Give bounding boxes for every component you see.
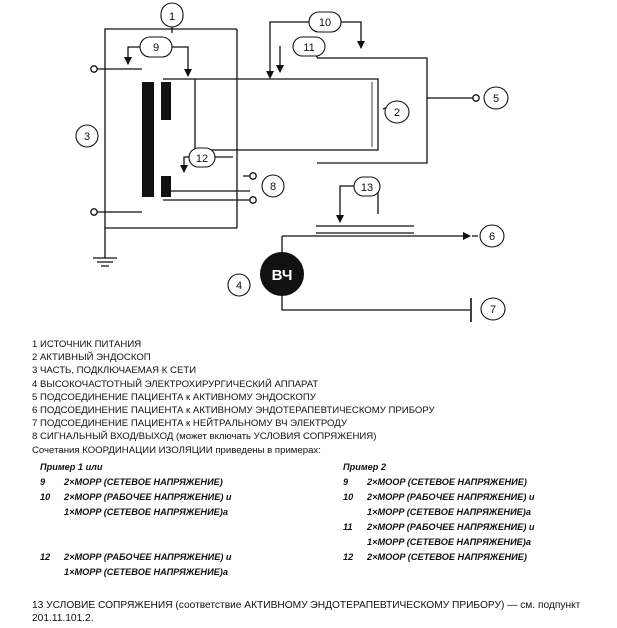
callout-7: 7: [480, 297, 506, 321]
callout-9: 9: [139, 36, 173, 58]
example-1-line-3b: 1×MOPP (СЕТЕВОЕ НАПРЯЖЕНИЕ)а: [64, 567, 228, 577]
example-2-num-3: 11: [343, 522, 353, 532]
endoscope-body: [195, 78, 379, 151]
callout-11: 11: [292, 36, 326, 57]
svg-text:11: 11: [303, 42, 314, 54]
example-2-line-2b: 1×MOPP (СЕТЕВОЕ НАПРЯЖЕНИЕ)а: [367, 507, 531, 517]
example-2-num-1: 9: [343, 477, 349, 487]
example-2-line-1: 2×MOOP (СЕТЕВОЕ НАПРЯЖЕНИЕ): [367, 477, 527, 487]
callout-12: 12: [188, 147, 216, 168]
svg-text:1: 1: [169, 11, 175, 23]
svg-text:8: 8: [270, 181, 276, 193]
power-supply-frame: [104, 28, 237, 220]
transformer-core-right-lower: [161, 176, 171, 197]
example-1-num-1: 9: [40, 477, 46, 487]
legend-note: Сочетания КООРДИНАЦИИ ИЗОЛЯЦИИ приведены…: [32, 444, 321, 456]
svg-text:6: 6: [489, 231, 495, 243]
example-2-line-3b: 1×MOPP (СЕТЕВОЕ НАПРЯЖЕНИЕ)а: [367, 537, 531, 547]
example-2: Пример 2 9 2×MOOP (СЕТЕВОЕ НАПРЯЖЕНИЕ) 10…: [343, 460, 535, 565]
endoscope-enclosure: [317, 57, 428, 164]
legend-item-8: 8 СИГНАЛЬНЫЙ ВХОД/ВЫХОД (может включать …: [32, 431, 377, 443]
legend-item-1: 1 ИСТОЧНИК ПИТАНИЯ: [32, 339, 142, 350]
svg-text:9: 9: [153, 42, 159, 54]
transformer-core-left: [142, 82, 154, 197]
callout-4: 4: [227, 273, 251, 297]
svg-text:13: 13: [361, 182, 373, 194]
callout-1: 1: [160, 2, 184, 28]
legend-item-7: 7 ПОДСОЕДИНЕНИЕ ПАЦИЕНТА к НЕЙТРАЛЬНОМУ …: [32, 418, 347, 430]
example-1-line-2b: 1×MOPP (СЕТЕВОЕ НАПРЯЖЕНИЕ)а: [64, 507, 228, 517]
example-2-line-3: 2×MOPP (РАБОЧЕЕ НАПРЯЖЕНИЕ) и: [367, 522, 535, 532]
example-2-line-2: 2×MOPP (РАБОЧЕЕ НАПРЯЖЕНИЕ) и: [367, 492, 535, 502]
callout-2: 2: [384, 100, 410, 124]
svg-text:2: 2: [394, 107, 400, 119]
legend-item-4: 4 ВЫСОКОЧАСТОТНЫЙ ЭЛЕКТРОХИРУРГИЧЕСКИЙ А…: [32, 378, 319, 390]
example-2-num-4: 12: [343, 552, 354, 562]
legend-item-2: 2 АКТИВНЫЙ ЭНДОСКОП: [32, 352, 151, 364]
endotherapy-device: [316, 225, 414, 234]
legend-item-5: 5 ПОДСОЕДИНЕНИЕ ПАЦИЕНТА к АКТИВНОМУ ЭНД…: [32, 391, 316, 403]
transformer-core-right: [161, 82, 171, 120]
callout-13: 13: [353, 176, 381, 197]
callout-10: 10: [308, 11, 342, 33]
legend-item-6: 6 ПОДСОЕДИНЕНИЕ ПАЦИЕНТА к АКТИВНОМУ ЭНД…: [32, 405, 435, 417]
mains-terminal-top: [90, 65, 98, 73]
ground-symbol: [93, 257, 117, 267]
legend-item-3: 3 ЧАСТЬ, ПОДКЛЮЧАЕМАЯ К СЕТИ: [32, 365, 197, 377]
svg-text:3: 3: [84, 131, 90, 143]
callout-5: 5: [483, 86, 509, 110]
circuit-diagram: ВЧ 1 2 3 4 5 6 7 8 9 10 11 12 13: [75, 2, 509, 322]
example-1: Пример 1 или 9 2×MOPP (СЕТЕВОЕ НАПРЯЖЕНИЕ…: [40, 460, 232, 580]
example-1-line-1: 2×MOPP (СЕТЕВОЕ НАПРЯЖЕНИЕ): [64, 477, 223, 487]
example-1-num-2: 10: [40, 492, 51, 502]
terminal-8-top: [249, 172, 257, 180]
example-1-line-2: 2×MOPP (РАБОЧЕЕ НАПРЯЖЕНИЕ) и: [64, 492, 232, 502]
svg-text:5: 5: [493, 93, 499, 105]
mains-terminal-bottom: [90, 208, 98, 216]
example-1-line-3: 2×MOPP (РАБОЧЕЕ НАПРЯЖЕНИЕ) и: [64, 552, 232, 562]
callout-6: 6: [479, 224, 505, 248]
hf-label: ВЧ: [272, 267, 293, 284]
legend: 1 ИСТОЧНИК ПИТАНИЯ 2 АКТИВНЫЙ ЭНДОСКОП 3…: [32, 338, 435, 457]
svg-text:7: 7: [490, 304, 496, 316]
example-2-line-4: 2×MOOP (СЕТЕВОЕ НАПРЯЖЕНИЕ): [367, 552, 527, 562]
hf-unit: [260, 252, 304, 296]
svg-text:4: 4: [236, 280, 242, 292]
svg-text:12: 12: [196, 153, 208, 165]
svg-text:10: 10: [319, 17, 331, 29]
callout-8: 8: [261, 174, 285, 198]
callout-3: 3: [75, 124, 99, 148]
example-1-title: Пример 1 или: [40, 462, 103, 472]
terminal-5: [472, 94, 480, 102]
footnote-13: 13 УСЛОВИЕ СОПРЯЖЕНИЯ (соответствие АКТИ…: [32, 600, 581, 624]
example-2-title: Пример 2: [343, 462, 387, 472]
example-2-num-2: 10: [343, 492, 354, 502]
example-1-num-3: 12: [40, 552, 51, 562]
terminal-8-bottom: [249, 196, 257, 204]
